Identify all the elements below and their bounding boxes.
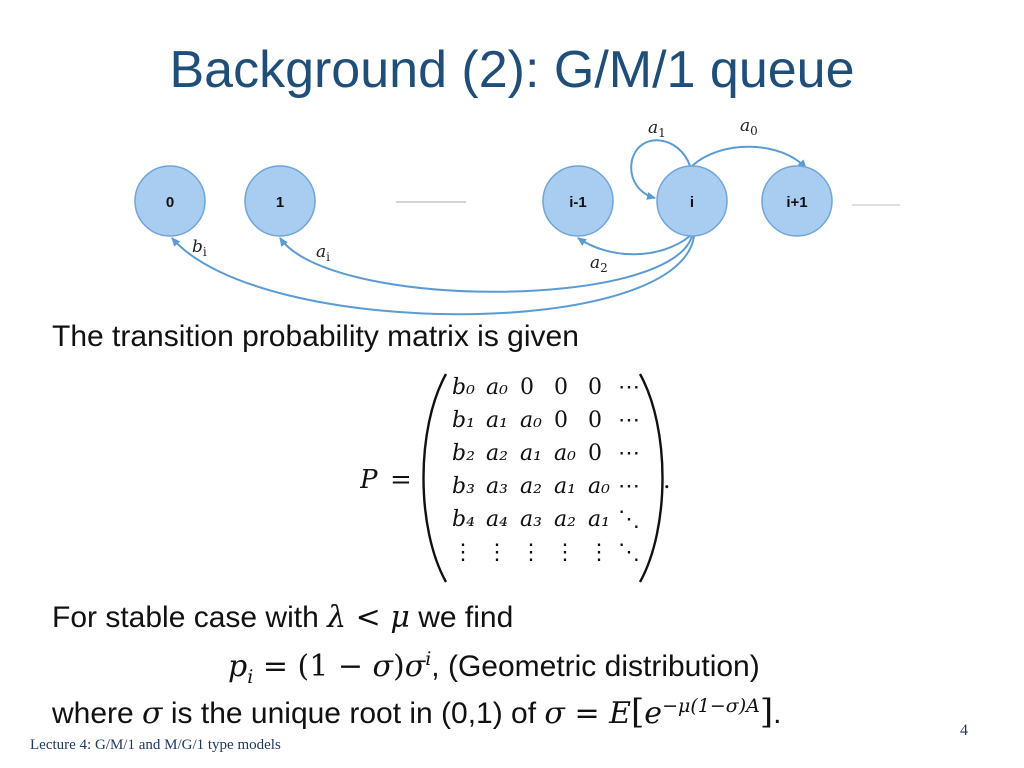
matrix-cell-r3-c2: a₂ — [520, 474, 542, 499]
matrix-cell-r3-c3: a₁ — [554, 474, 576, 499]
matrix-symbol: P — [360, 465, 378, 495]
state-node-0: 0 — [134, 165, 206, 237]
where-sigma-2: σ — [544, 696, 565, 731]
exp-base: e — [644, 696, 663, 731]
matrix-cell-r4-c4: a₁ — [588, 507, 610, 532]
svg-text:0: 0 — [166, 194, 174, 211]
stable-suffix: we find — [409, 601, 514, 634]
matrix-cell-r2-c3: a₀ — [554, 441, 576, 466]
matrix-cell-r0-c3: 0 — [554, 375, 568, 400]
stable-prefix: For stable case with — [52, 601, 328, 634]
matrix-cell-r3-c1: a₃ — [486, 474, 508, 499]
svg-text:i-1: i-1 — [569, 194, 587, 211]
matrix-cell-r2-c1: a₂ — [486, 441, 508, 466]
edge-label-ai: ai — [316, 242, 330, 264]
state-node-i-minus-1: i-1 — [542, 165, 614, 237]
matrix-cell-r3-c5: ⋯ — [618, 474, 640, 499]
matrix-cell-r4-c3: a₂ — [554, 507, 576, 532]
state-node-i: i — [656, 165, 728, 237]
edge-label-a0: a0 — [740, 116, 758, 138]
pi-subscript: i — [247, 666, 254, 688]
matrix-cell-r3-c4: a₀ — [588, 474, 610, 499]
matrix-cell-r2-c2: a₁ — [520, 441, 542, 466]
matrix-cell-r2-c0: b₂ — [452, 441, 475, 466]
matrix-cell-r1-c2: a₀ — [520, 408, 542, 433]
matrix-cell-r3-c0: b₃ — [452, 474, 475, 499]
sigma-symbol-2: σ — [404, 649, 426, 684]
stable-case-text: For stable case with λ < μ we find — [52, 600, 513, 635]
matrix-cell-r2-c5: ⋯ — [618, 441, 640, 466]
matrix-intro-text: The transition probability matrix is giv… — [52, 320, 579, 353]
state-node-i-plus-1: i+1 — [761, 165, 833, 237]
matrix-cell-r1-c3: 0 — [554, 408, 568, 433]
edge-label-bi: bi — [192, 237, 207, 259]
svg-text:i+1: i+1 — [786, 194, 807, 211]
svg-text:1: 1 — [276, 194, 284, 211]
matrix-cell-r5-c1: ⋮ — [486, 540, 508, 565]
footer-lecture-title: Lecture 4: G/M/1 and M/G/1 type models — [30, 737, 281, 753]
edge-i-to-i-plus-1 — [691, 145, 807, 169]
matrix-cell-r4-c2: a₃ — [520, 507, 542, 532]
left-bracket: [ — [631, 692, 645, 732]
matrix-cell-r0-c5: ⋯ — [618, 375, 640, 400]
matrix-cell-r0-c2: 0 — [520, 375, 534, 400]
where-period: . — [773, 697, 782, 730]
svg-text:i: i — [690, 194, 694, 211]
matrix-equals: = — [390, 465, 412, 495]
sigma-symbol: σ — [372, 649, 393, 684]
matrix-cell-r5-c4: ⋮ — [588, 540, 610, 565]
where-equals: = — [564, 696, 610, 731]
matrix-cell-r1-c1: a₁ — [486, 408, 508, 433]
matrix-cell-r0-c1: a₀ — [486, 375, 508, 400]
geometric-formula: pi = (1 − σ)σi, (Geometric distribution) — [228, 648, 760, 688]
state-node-1: 1 — [244, 165, 316, 237]
matrix-cell-r1-c5: ⋯ — [618, 408, 640, 433]
sigma-root-text: where σ is the unique root in (0,1) of σ… — [52, 692, 781, 732]
matrix-cell-r5-c5: ⋱ — [618, 540, 640, 565]
edge-label-a2: a2 — [590, 253, 608, 275]
page-number: 4 — [960, 722, 968, 739]
edge-label-a1: a1 — [648, 118, 666, 140]
edge-i-to-i-minus-1 — [577, 235, 691, 256]
state-transition-diagram: 0 1 i-1 i i+1 a1 a0 bi ai a2 — [134, 116, 900, 316]
where-prefix: where — [52, 697, 143, 730]
matrix-cell-r1-c0: b₁ — [452, 408, 475, 433]
matrix-cell-r4-c5: ⋱ — [618, 507, 640, 532]
matrix-left-paren — [422, 373, 448, 583]
mu-symbol: μ — [390, 600, 410, 635]
geometric-comment: , (Geometric distribution) — [431, 650, 760, 683]
pi-equation: = (1 − — [253, 649, 373, 684]
matrix-right-paren — [638, 373, 664, 583]
close-paren: ) — [393, 649, 405, 684]
slide-title: Background (2): G/M/1 queue — [169, 41, 855, 99]
where-middle: is the unique root in (0,1) of — [162, 697, 545, 730]
pi-symbol: p — [228, 649, 248, 684]
exp-exponent: −μ(1−σ)A — [662, 695, 760, 717]
matrix-cell-r1-c4: 0 — [588, 408, 602, 433]
less-than: < — [346, 600, 391, 635]
matrix-cell-r5-c3: ⋮ — [554, 540, 576, 565]
matrix-cell-r0-c4: 0 — [588, 375, 602, 400]
expectation-symbol: E — [609, 696, 632, 731]
edge-i-to-1 — [279, 235, 693, 293]
matrix-cell-r4-c0: b₄ — [452, 507, 475, 532]
matrix-period: . — [663, 466, 671, 494]
matrix-cell-r5-c2: ⋮ — [520, 540, 542, 565]
right-bracket: ] — [759, 692, 774, 732]
edge-i-to-0 — [171, 235, 695, 316]
sigma-exponent: i — [425, 648, 432, 670]
matrix-cell-r2-c4: 0 — [588, 441, 602, 466]
where-sigma: σ — [142, 696, 163, 731]
matrix-cell-r0-c0: b₀ — [452, 375, 475, 400]
lambda-symbol: λ — [327, 600, 347, 635]
matrix-cell-r5-c0: ⋮ — [452, 540, 474, 565]
matrix-cell-r4-c1: a₄ — [486, 507, 508, 532]
edge-self-loop-a1 — [630, 139, 691, 200]
